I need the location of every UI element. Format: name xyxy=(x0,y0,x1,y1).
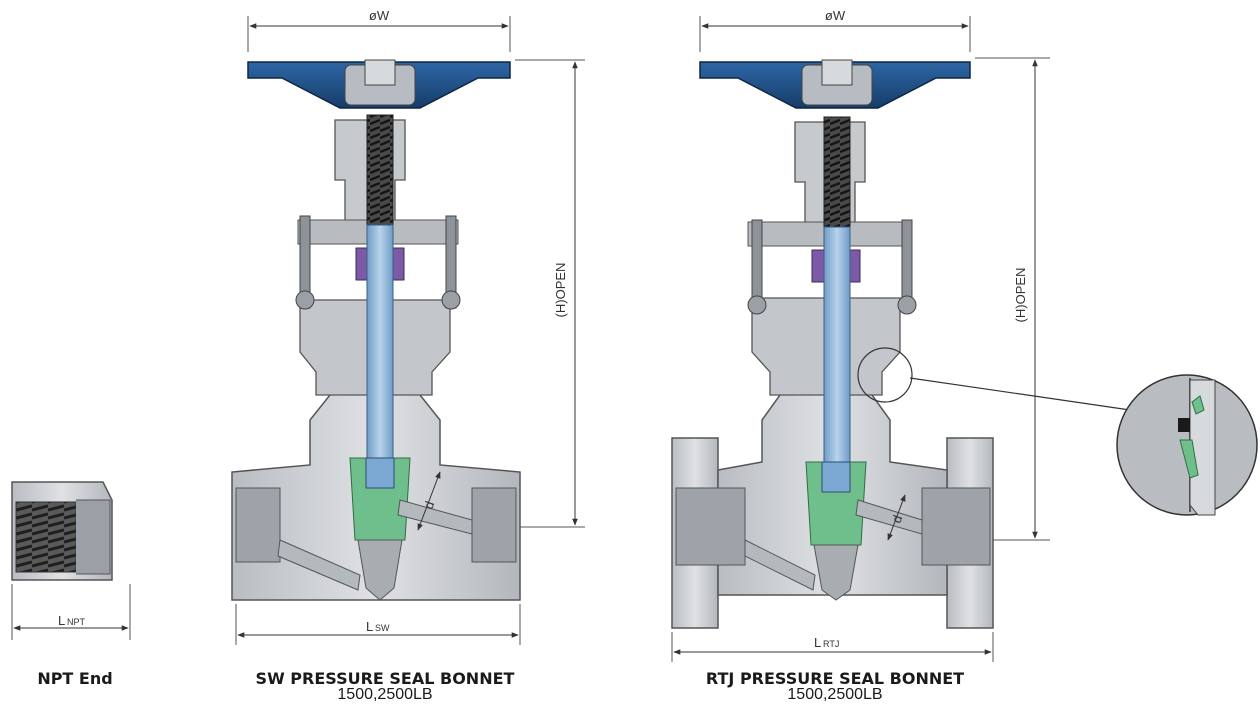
sw-caption-subtitle: 1500,2500LB xyxy=(337,686,433,703)
rtj-height-open-label: (H)OPEN xyxy=(1013,268,1028,323)
npt-length-subscript: NPT xyxy=(67,617,86,627)
dimension-labels: øW øW (H)OPEN (H)OPEN L NPT L SW L RTJ d… xyxy=(58,8,1028,650)
sw-dimensions xyxy=(235,16,585,645)
rtj-bore-label: d xyxy=(889,513,906,525)
rtj-caption: RTJ PRESSURE SEAL BONNET 1500,2500LB xyxy=(645,671,1025,703)
rtj-length-subscript: RTJ xyxy=(823,639,839,649)
npt-length-label: L xyxy=(58,613,65,628)
rtj-handwheel-diameter-label: øW xyxy=(825,8,846,23)
seal-detail-zoom xyxy=(1116,374,1258,516)
npt-caption-title: NPT End xyxy=(37,669,113,688)
sw-length-subscript: SW xyxy=(375,623,390,633)
npt-caption: NPT End xyxy=(10,671,140,687)
rtj-valve xyxy=(671,59,1131,629)
rtj-caption-title: RTJ PRESSURE SEAL BONNET xyxy=(705,669,965,688)
sw-caption-title: SW PRESSURE SEAL BONNET xyxy=(255,669,515,688)
sw-handwheel-diameter-label: øW xyxy=(369,8,390,23)
sw-length-label: L xyxy=(366,619,373,634)
sw-height-open-label: (H)OPEN xyxy=(553,263,568,318)
rtj-caption-subtitle: 1500,2500LB xyxy=(787,686,883,703)
sw-valve xyxy=(231,59,521,601)
sw-bore-label: d xyxy=(421,499,438,511)
npt-end-detail xyxy=(11,481,131,640)
rtj-length-label: L xyxy=(814,635,821,650)
sw-caption: SW PRESSURE SEAL BONNET 1500,2500LB xyxy=(200,671,570,703)
rtj-dimensions xyxy=(671,16,1050,662)
